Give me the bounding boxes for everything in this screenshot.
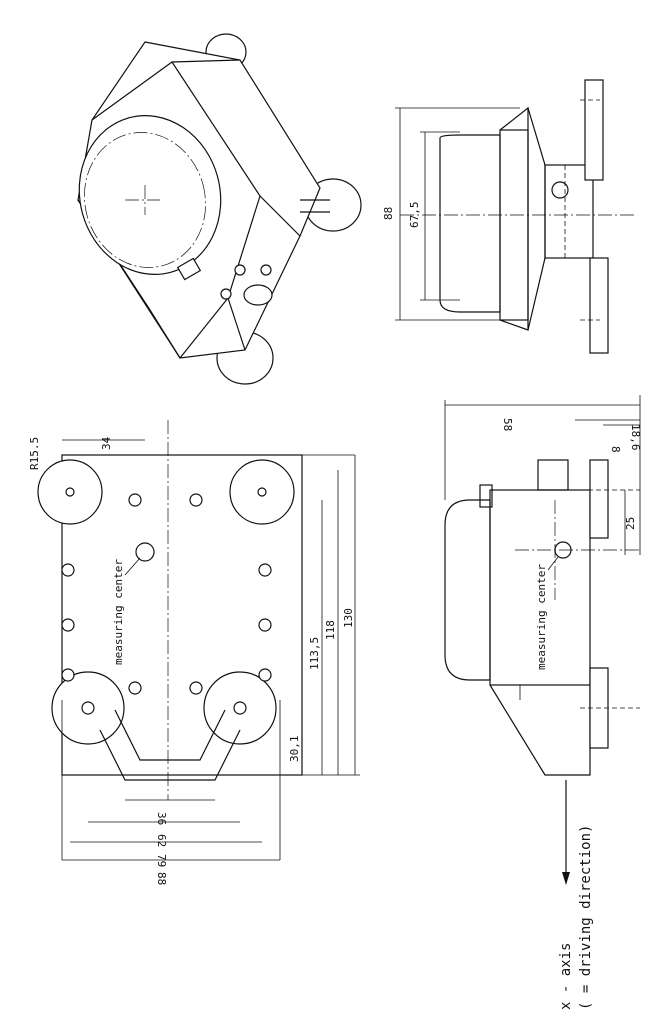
- side-dim-8: 8: [609, 446, 622, 453]
- x-axis-arrow: [562, 780, 570, 885]
- top-dim-118: 118: [324, 620, 337, 640]
- side-dim-25: 25: [624, 517, 637, 530]
- axis-note-line2: ( = driving direction): [578, 825, 594, 1010]
- side-dim-58: 58: [501, 418, 514, 431]
- axis-note-line1: x - axis: [558, 943, 574, 1010]
- top-dim-36: 36: [155, 812, 168, 825]
- front-view: [395, 79, 635, 354]
- top-measuring-center-label: measuring center: [112, 559, 125, 665]
- top-dim-34: 34: [100, 436, 113, 450]
- side-view: [444, 395, 641, 776]
- side-measuring-center-label: measuring center: [535, 564, 548, 670]
- top-dim-r15-5: R15.5: [28, 437, 41, 470]
- top-dim-130: 130: [342, 608, 355, 628]
- front-dim-67-5: 67,5: [408, 202, 421, 229]
- top-dim-79: 79: [155, 854, 168, 867]
- top-dim-30-1: 30,1: [288, 736, 301, 763]
- isometric-view: [77, 33, 362, 385]
- front-dim-88: 88: [382, 207, 395, 220]
- top-dim-113-5: 113,5: [308, 637, 321, 670]
- top-dim-62: 62: [155, 834, 168, 847]
- side-dim-18-6: 18,6: [629, 424, 642, 451]
- top-dim-88: 88: [155, 872, 168, 885]
- top-view: [37, 420, 360, 861]
